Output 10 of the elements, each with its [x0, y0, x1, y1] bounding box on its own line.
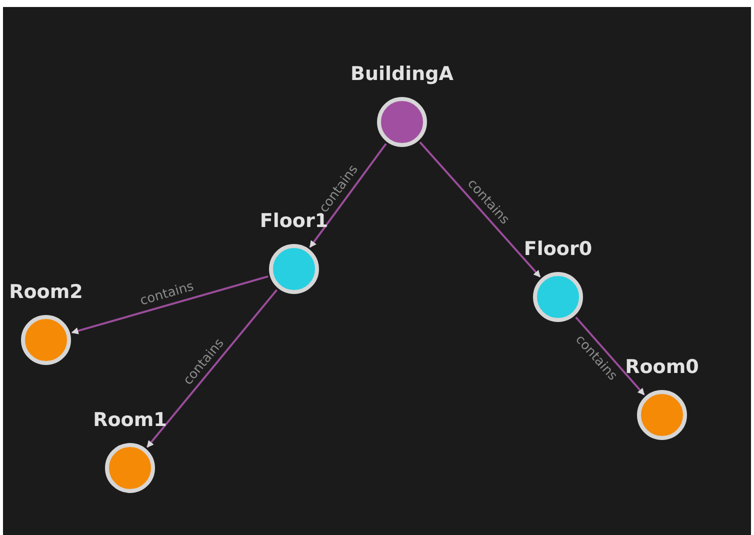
arrow [71, 275, 268, 334]
node-label: Room2 [9, 281, 83, 303]
node-label: Floor0 [524, 238, 592, 260]
node-label: Room1 [93, 409, 167, 431]
arrow [146, 289, 278, 448]
arrow [309, 143, 387, 248]
arrow [575, 316, 645, 396]
arrow [419, 141, 541, 278]
node-label: Room0 [625, 356, 699, 378]
node-label: BuildingA [350, 63, 454, 85]
